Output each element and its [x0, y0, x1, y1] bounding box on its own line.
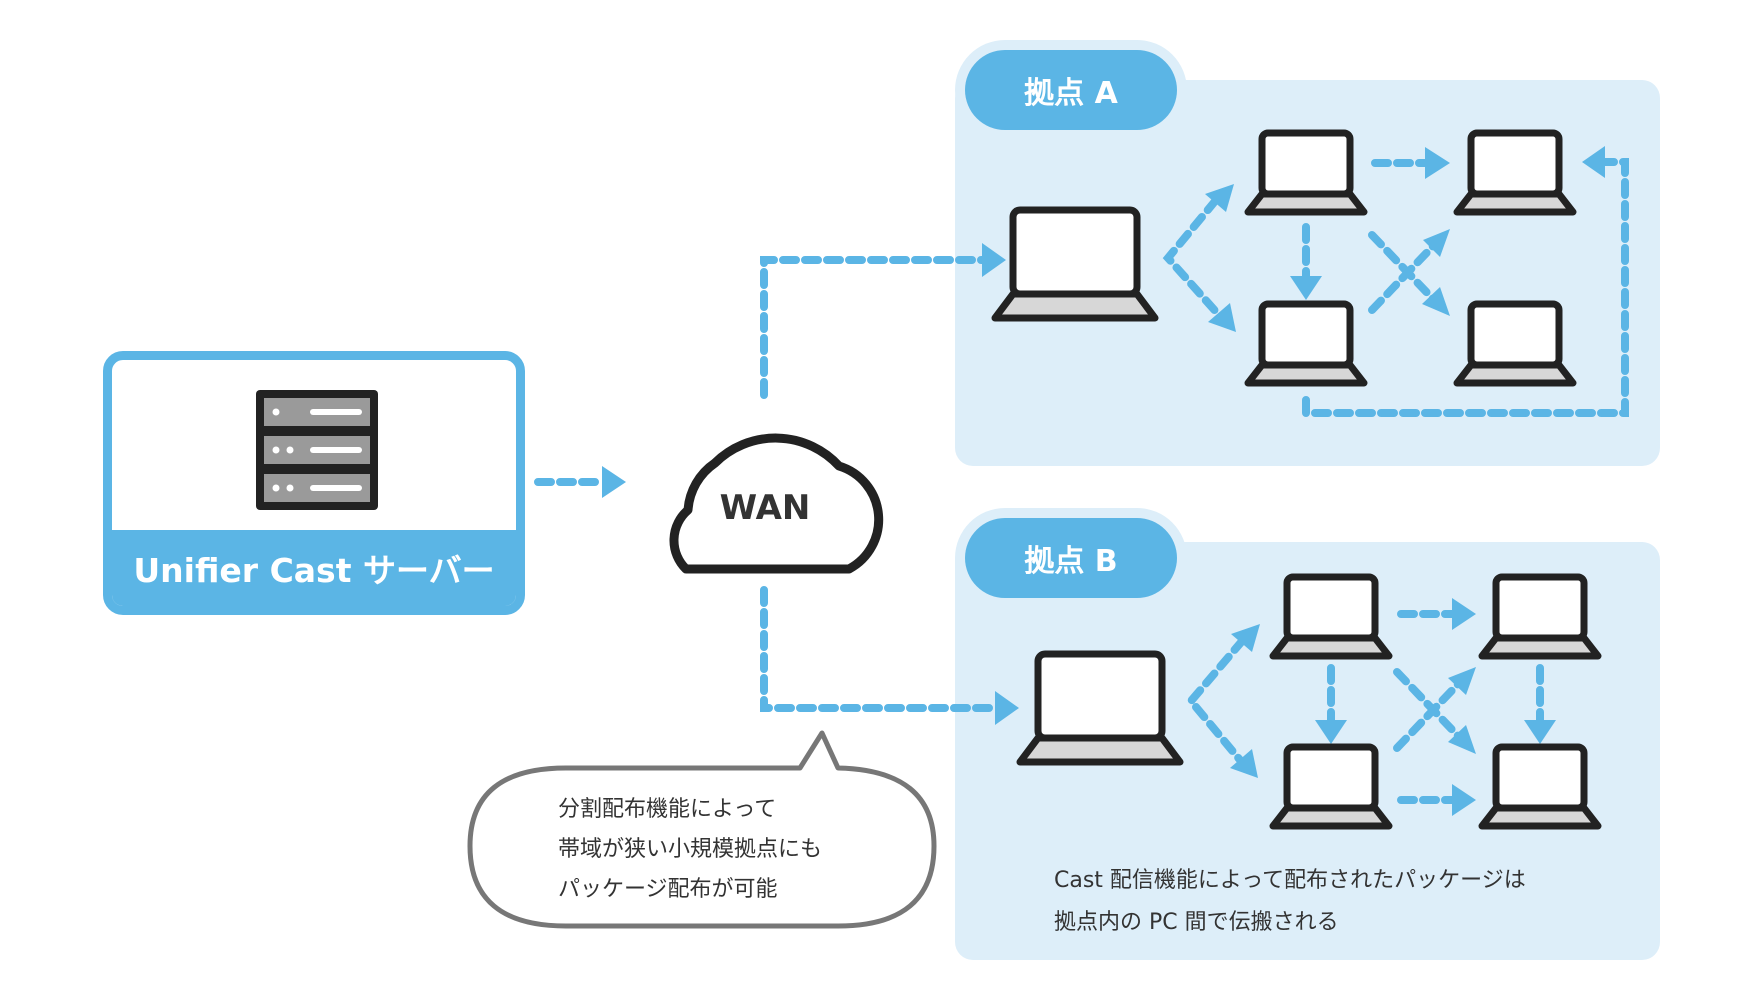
site-b-note: Cast 配信機能によって配布されたパッケージは 拠点内の PC 間で伝搬される	[1054, 860, 1526, 944]
arrow-wan-to-site-a	[760, 256, 986, 399]
laptop-icon	[1482, 577, 1598, 656]
arrow-icon	[1448, 667, 1476, 695]
arrow-icon	[1425, 147, 1450, 179]
arrow-a-cross1	[1368, 231, 1438, 304]
arrow-icon	[1290, 276, 1322, 300]
wan-label: WAN	[719, 488, 811, 528]
arrow-icon	[1208, 303, 1236, 332]
arrow-icon	[1231, 624, 1260, 652]
note-line: Cast 配信機能によって配布されたパッケージは	[1054, 868, 1526, 893]
arrow-icon	[1423, 229, 1450, 257]
laptop-icon	[1457, 133, 1573, 212]
laptop-icon	[1273, 577, 1389, 656]
laptop-icon	[1457, 304, 1573, 383]
bubble-line: 帯域が狭い小規模拠点にも	[558, 837, 823, 862]
arrow-icon	[1230, 749, 1258, 778]
speech-bubble-icon	[467, 730, 937, 929]
arrow-icon	[1205, 184, 1234, 212]
arrow-b-fork	[1185, 636, 1247, 764]
bubble-line: パッケージ配布が可能	[558, 877, 778, 902]
arrow-a-loop	[1302, 158, 1629, 417]
laptop-icon	[1248, 304, 1364, 383]
arrow-icon	[1524, 720, 1556, 744]
arrow-a-fork	[1162, 196, 1222, 318]
bubble-text: 分割配布機能によって 帯域が狭い小規模拠点にも パッケージ配布が可能	[558, 790, 822, 910]
arrow-b-cross2	[1393, 678, 1464, 752]
cloud-icon	[669, 433, 884, 574]
arrow-icon	[1452, 598, 1476, 630]
arrow-a-cross2	[1368, 240, 1439, 314]
laptop-icon	[1482, 747, 1598, 826]
laptop-icon	[1273, 747, 1389, 826]
arrow-icon	[602, 466, 626, 498]
site-b-tag: 拠点 B	[965, 518, 1177, 598]
arrow-icon	[1582, 146, 1605, 178]
arrow-icon	[1452, 784, 1476, 816]
laptop-icon	[1248, 133, 1364, 212]
arrow-icon	[995, 691, 1019, 725]
server-label: Unifier Cast サーバー	[112, 530, 516, 606]
arrow-wan-to-site-b	[760, 586, 999, 712]
arrow-icon	[1448, 725, 1476, 754]
laptop-icon	[1020, 654, 1180, 762]
laptop-icon	[995, 210, 1155, 318]
bubble-line: 分割配布機能によって	[558, 797, 777, 822]
server-box: Unifier Cast サーバー	[103, 351, 525, 615]
arrow-icon	[982, 243, 1006, 277]
note-line: 拠点内の PC 間で伝搬される	[1054, 910, 1339, 935]
arrow-icon	[1315, 720, 1347, 744]
arrow-b-cross1	[1393, 668, 1464, 742]
server-icon	[256, 390, 378, 510]
site-a-tag: 拠点 A	[965, 50, 1177, 130]
arrow-icon	[1422, 287, 1450, 316]
